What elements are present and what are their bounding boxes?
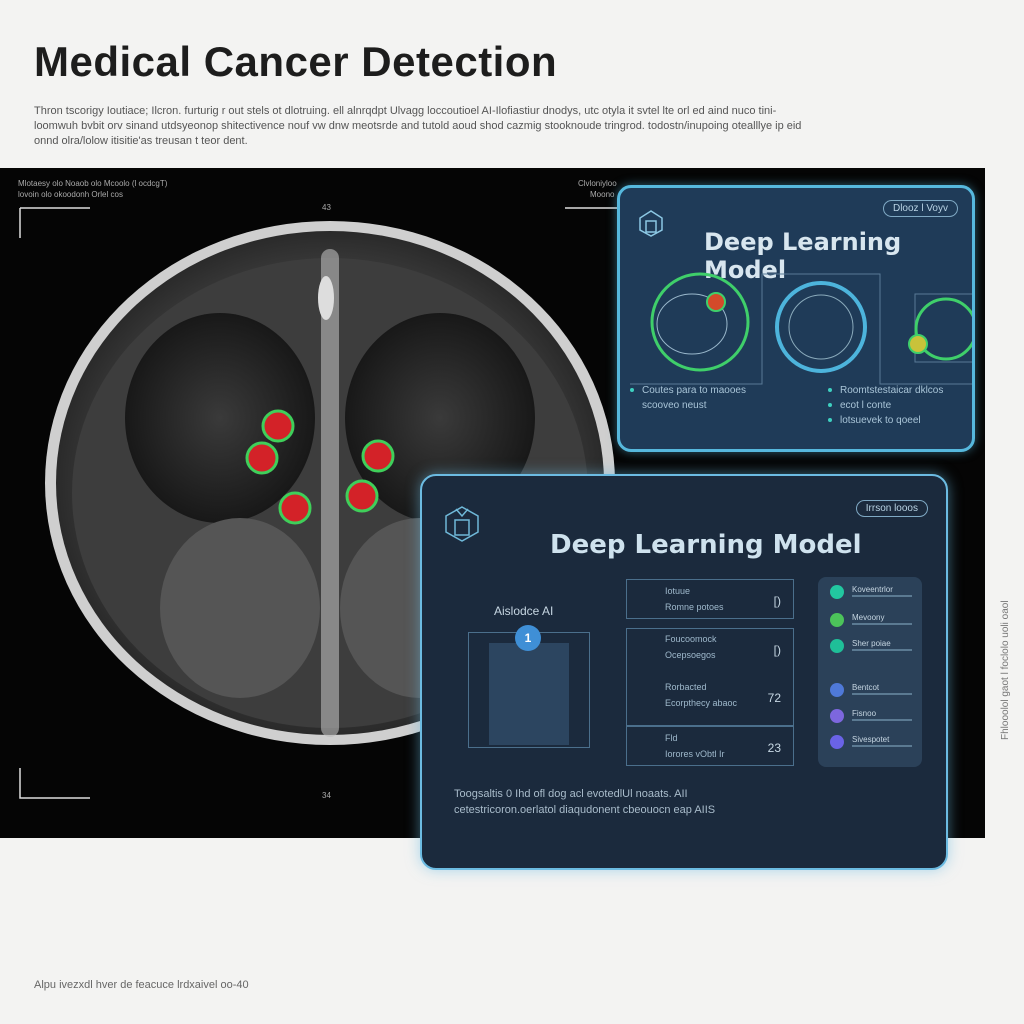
row-value: [): [773, 594, 781, 608]
side-list: Koveentrlor Mevoony Sher poiae Bentcot F…: [818, 577, 922, 767]
row-value: [): [773, 643, 781, 657]
scan-marker: 34: [322, 791, 331, 800]
vertical-caption: Fhlooolol gaot l foclolo uoli oaol: [1000, 600, 1011, 740]
scan-meta: lovoin olo okoodonh Orlel cos: [18, 190, 123, 199]
bullet-item: lotsuevek to qoeel: [840, 415, 921, 426]
scan-meta: Clvloniyloo: [578, 179, 617, 188]
footer-caption: Alpu ivezxdl hver de feacuce lrdxaivel o…: [34, 979, 249, 991]
card-title: Deep Learning Model: [550, 530, 862, 560]
row-value: 23: [767, 741, 781, 755]
status-badge[interactable]: Irrson looos: [855, 500, 928, 517]
model-card-main: Irrson looos Deep Learning Model Aislodc…: [420, 474, 948, 870]
detection-marker[interactable]: [361, 439, 395, 473]
bullet-item: Coutes para to maooes: [642, 385, 746, 396]
status-badge[interactable]: Dlooz l Voyv: [882, 200, 958, 217]
detection-marker[interactable]: [245, 441, 279, 475]
bullet-item: scooveo neust: [642, 400, 707, 411]
assist-preview: [489, 643, 569, 745]
bullet-item: ecot l conte: [840, 400, 892, 411]
detection-marker[interactable]: [261, 409, 295, 443]
assist-label: Aislodce AI: [494, 604, 554, 618]
bullet-item: Roomtstestaicar dklcos: [840, 385, 944, 396]
assist-panel: 1: [468, 625, 590, 748]
scan-meta: Mlotaesy olo Noaob olo Mcoolo (l ocdcgT): [18, 179, 168, 188]
card-title: Deep Learning Model: [704, 228, 902, 284]
model-card-top: Dlooz l Voyv Deep Learning Model Coutes …: [617, 185, 975, 452]
summary-text: Toogsaltis 0 Ihd ofl dog acl evotedlUl n…: [454, 788, 716, 816]
detection-marker[interactable]: [345, 479, 379, 513]
bullet-list-left: Coutes para to maooes scooveo neust: [630, 383, 746, 413]
row-value: 72: [767, 691, 781, 705]
intro-paragraph: Thron tscorigy Ioutiace; Ilcron. furturi…: [34, 105, 802, 147]
brain-scan-image: [19, 207, 620, 799]
scan-marker: 43: [322, 203, 331, 212]
page-title: Medical Cancer Detection: [34, 38, 558, 85]
scan-views: [630, 272, 972, 385]
detection-markers: [245, 409, 395, 525]
bullet-list-right: Roomtstestaicar dklcos ecot l conte lots…: [828, 383, 943, 428]
scan-meta: Moono: [590, 190, 615, 199]
step-badge[interactable]: 1: [515, 625, 541, 651]
model-icon: [639, 210, 663, 237]
model-icon: [445, 506, 479, 542]
detection-marker[interactable]: [278, 491, 312, 525]
